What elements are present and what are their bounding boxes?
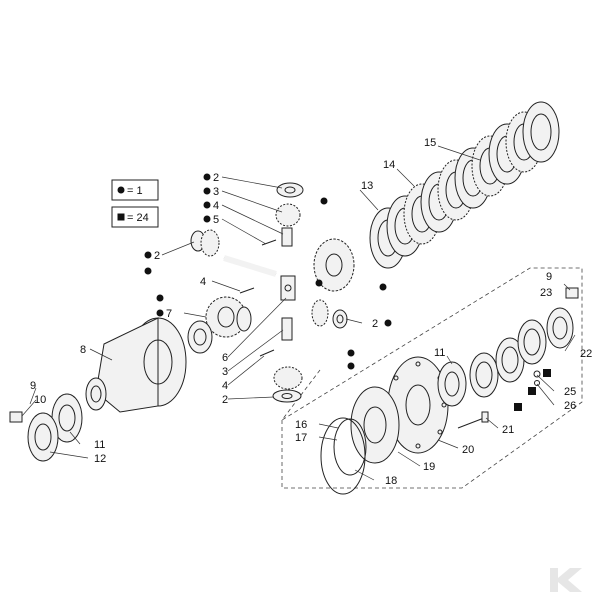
callout-23: 23 <box>540 287 552 299</box>
legend-square-text: = 24 <box>127 212 149 224</box>
legend-dot-icon <box>117 186 125 194</box>
callout-22: 22 <box>580 348 592 360</box>
callout-16: 16 <box>295 419 307 431</box>
callout-4b: 4 <box>200 276 206 288</box>
callout-3b: 3 <box>222 366 228 378</box>
differential-cage <box>85 317 187 413</box>
right-bearings <box>437 287 579 407</box>
callout-8: 8 <box>80 344 86 356</box>
callout-6: 6 <box>222 352 228 364</box>
callout-10: 10 <box>34 394 46 406</box>
callout-3a: 3 <box>213 186 219 198</box>
callout-9a: 9 <box>30 380 36 392</box>
callout-14: 14 <box>383 159 395 171</box>
k-logo-icon <box>550 568 582 592</box>
callout-11b: 11 <box>434 347 445 359</box>
callout-25: 25 <box>564 386 576 398</box>
callout-26: 26 <box>564 400 576 412</box>
callout-13: 13 <box>361 180 373 192</box>
clamp-plate-icon <box>565 287 579 299</box>
callout-2d: 2 <box>372 318 378 330</box>
callout-2c: 2 <box>222 394 228 406</box>
callout-4a: 4 <box>213 200 219 212</box>
callout-18: 18 <box>385 475 397 487</box>
callout-12: 12 <box>94 453 106 465</box>
callout-11a: 11 <box>94 439 105 451</box>
callout-15: 15 <box>424 137 436 149</box>
callout-2b: 2 <box>154 250 160 262</box>
legend-square-icon <box>117 213 125 221</box>
assembly-outline <box>281 267 583 489</box>
callout-19: 19 <box>423 461 435 473</box>
callout-4c: 4 <box>222 380 228 392</box>
square-markers <box>514 369 551 411</box>
callout-9b: 9 <box>546 271 552 283</box>
legend: = 1 = 24 <box>111 179 159 228</box>
callout-20: 20 <box>462 444 474 456</box>
callout-labels: 2 3 4 5 2 4 7 8 6 3 4 2 13 14 15 2 9 10 … <box>30 137 592 487</box>
dot-markers <box>144 173 392 370</box>
callout-7: 7 <box>166 308 172 320</box>
bolt <box>457 411 489 429</box>
left-bearings <box>9 393 83 462</box>
callout-21: 21 <box>502 424 514 436</box>
callout-17: 17 <box>295 432 307 444</box>
piston-and-seals <box>320 386 400 495</box>
gear-set <box>187 182 355 403</box>
leader-lines <box>21 145 576 481</box>
legend-dot-text: = 1 <box>127 185 143 197</box>
callout-5: 5 <box>213 214 219 226</box>
callout-2a: 2 <box>213 172 219 184</box>
clutch-disc-pack <box>369 101 560 269</box>
